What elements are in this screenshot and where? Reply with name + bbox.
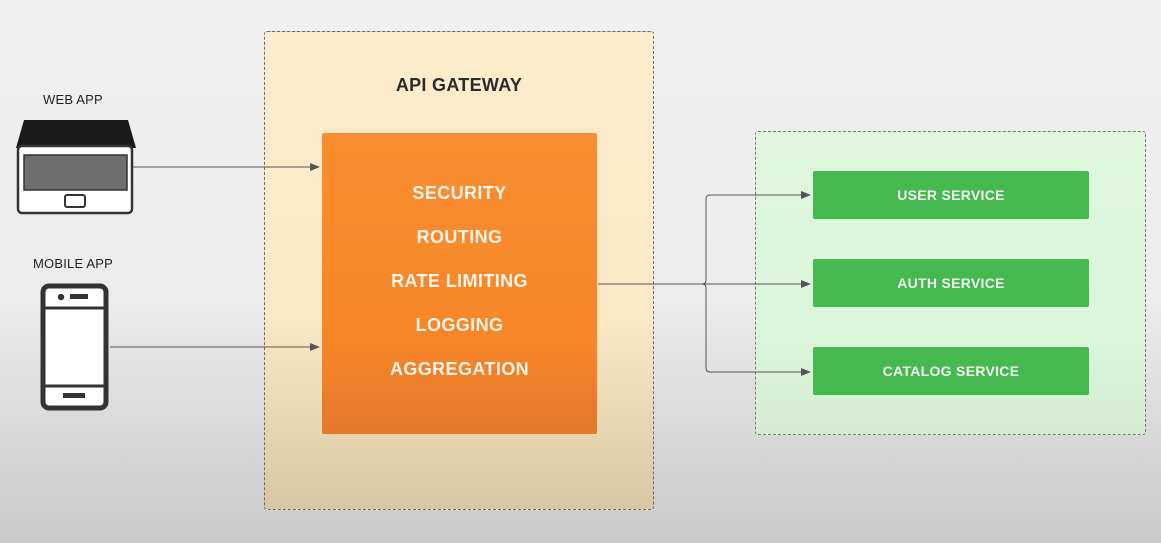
catalog-service-box: CATALOG SERVICE	[813, 347, 1089, 395]
auth-service-box: AUTH SERVICE	[813, 259, 1089, 307]
mobile-app-label: MOBILE APP	[33, 256, 114, 271]
feature-security: SECURITY	[412, 183, 507, 203]
gateway-features-box: SECURITY ROUTING RATE LIMITING LOGGING A…	[322, 133, 597, 434]
web-app-label: WEB APP	[43, 92, 103, 107]
feature-aggregation: AGGREGATION	[389, 359, 530, 379]
feature-logging: LOGGING	[415, 315, 504, 335]
user-service-box: USER SERVICE	[813, 171, 1089, 219]
smartphone-icon	[40, 283, 109, 411]
feature-routing: ROUTING	[416, 227, 503, 247]
feature-rate-limiting: RATE LIMITING	[391, 271, 528, 291]
laptop-icon	[16, 120, 136, 215]
api-gateway-title: API GATEWAY	[395, 75, 523, 95]
